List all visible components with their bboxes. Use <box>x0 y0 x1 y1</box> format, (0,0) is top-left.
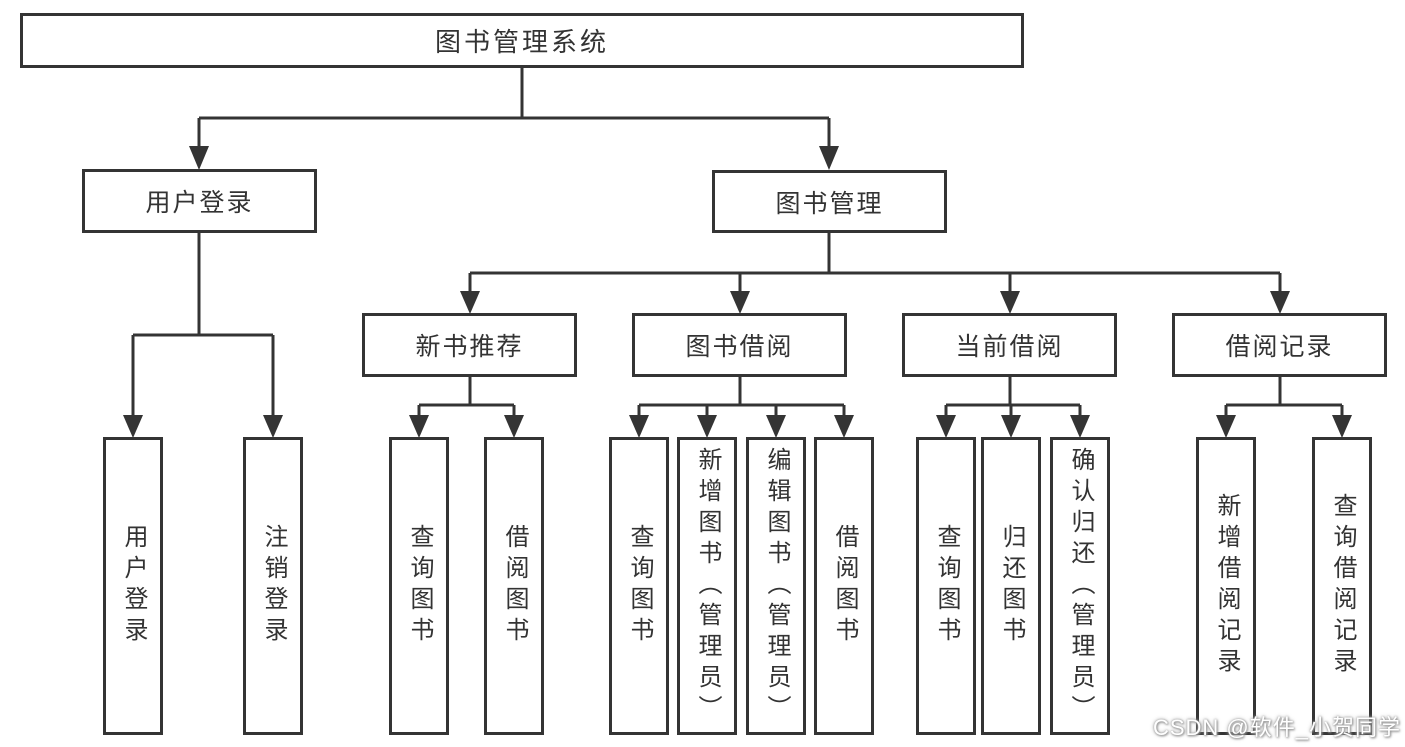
leaf-query-borrow-record: 查询借阅记录 <box>1312 437 1372 735</box>
node-current-borrowing: 当前借阅 <box>902 313 1117 377</box>
leaf-user-login: 用户登录 <box>103 437 163 735</box>
leaf-confirm-return-admin: 确认归还（管理员） <box>1050 437 1110 735</box>
node-book-borrowing: 图书借阅 <box>632 313 847 377</box>
leaf-add-borrow-record: 新增借阅记录 <box>1196 437 1256 735</box>
leaf-query-books-current: 查询图书 <box>916 437 976 735</box>
node-root: 图书管理系统 <box>20 13 1024 68</box>
node-borrowing-records: 借阅记录 <box>1172 313 1387 377</box>
leaf-borrow-books-borrowing: 借阅图书 <box>814 437 874 735</box>
leaf-logout: 注销登录 <box>243 437 303 735</box>
node-new-book-recommendation: 新书推荐 <box>362 313 577 377</box>
leaf-add-book-admin: 新增图书（管理员） <box>677 437 737 735</box>
node-user-login: 用户登录 <box>82 169 317 233</box>
node-book-management: 图书管理 <box>712 170 947 233</box>
leaf-borrow-books-recommend: 借阅图书 <box>484 437 544 735</box>
csdn-watermark: CSDN @软件_小贺同学 <box>1152 715 1401 740</box>
leaf-query-books-borrowing: 查询图书 <box>609 437 669 735</box>
leaf-return-book: 归还图书 <box>981 437 1041 735</box>
leaf-query-books-recommend: 查询图书 <box>389 437 449 735</box>
leaf-edit-book-admin: 编辑图书（管理员） <box>746 437 806 735</box>
